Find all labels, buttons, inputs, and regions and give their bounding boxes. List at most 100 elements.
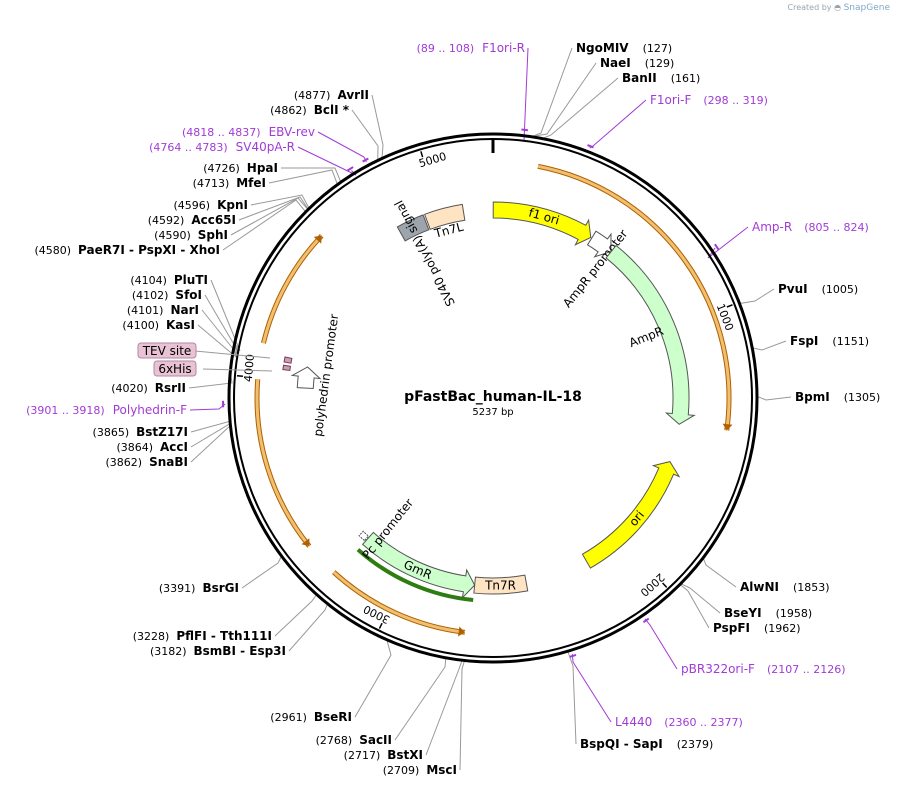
feature-box bbox=[473, 574, 529, 595]
restriction-site[interactable]: MscI(2709) bbox=[383, 763, 457, 777]
site-leader-lines bbox=[188, 47, 792, 771]
restriction-site[interactable]: AccI (3864) bbox=[116, 440, 188, 454]
restriction-site[interactable]: Acc65I (4592) bbox=[148, 213, 236, 227]
site-name: BstXI bbox=[387, 748, 423, 762]
site-position: (1151) bbox=[832, 335, 869, 348]
tag-leader-line bbox=[194, 350, 271, 359]
tick-mark bbox=[726, 304, 733, 308]
restriction-site[interactable]: BanII(161) bbox=[622, 71, 700, 85]
restriction-site[interactable]: BstZ17I(3865) bbox=[93, 425, 188, 439]
site-name: BpmI bbox=[795, 390, 830, 404]
tick-mark bbox=[236, 375, 244, 378]
restriction-site[interactable]: BseYI(1958) bbox=[724, 606, 812, 620]
site-position: (2709) bbox=[383, 764, 420, 777]
restriction-site[interactable]: PaeR7I - PspXI - XhoI(4580) bbox=[34, 243, 220, 257]
restriction-site[interactable]: PflFI - Tth111I(3228) bbox=[133, 629, 272, 643]
site-leader-line bbox=[238, 196, 309, 221]
site-name: PspFI bbox=[713, 621, 750, 635]
restriction-site[interactable]: BsrGI(3391) bbox=[159, 581, 239, 595]
restriction-site[interactable]: AvrII(4877) bbox=[294, 88, 369, 102]
tag-label-tev: TEV site bbox=[137, 342, 271, 359]
site-position: (4102) bbox=[132, 289, 169, 302]
restriction-site[interactable]: BclI *(4862) bbox=[270, 103, 350, 117]
site-name: BsmBI - Esp3I bbox=[194, 644, 286, 658]
orf-arrowhead bbox=[722, 423, 733, 431]
restriction-site[interactable]: PvuI(1005) bbox=[778, 282, 858, 296]
site-leader-line bbox=[680, 584, 710, 629]
site-leader-line bbox=[543, 77, 619, 139]
site-name: PflFI - Tth111I bbox=[176, 629, 272, 643]
site-position: (3182) bbox=[150, 645, 187, 658]
site-name: SacII bbox=[359, 733, 392, 747]
site-position: (4592) bbox=[148, 214, 185, 227]
tag-leader-line bbox=[202, 368, 273, 372]
site-position: (3864) bbox=[116, 441, 153, 454]
feature-tn7l: Tn7L bbox=[423, 203, 466, 241]
restriction-site[interactable]: BstXI(2717) bbox=[344, 748, 423, 762]
site-leader-line bbox=[281, 167, 341, 182]
site-position: (2961) bbox=[270, 711, 307, 724]
restriction-site[interactable]: FspI(1151) bbox=[790, 334, 869, 348]
primer-range: (2360 .. 2377) bbox=[664, 716, 743, 729]
snapgene-logo-icon: ◓ bbox=[834, 3, 842, 12]
restriction-site[interactable]: NgoMIV(127) bbox=[576, 41, 672, 55]
site-position: (4713) bbox=[193, 177, 230, 190]
primer[interactable]: L4440(2360 .. 2377) bbox=[615, 715, 743, 729]
primer-name: Polyhedrin-F bbox=[113, 403, 187, 417]
primer[interactable]: pBR322ori-F(2107 .. 2126) bbox=[681, 662, 846, 676]
restriction-site[interactable]: NarI(4101) bbox=[127, 303, 199, 317]
feature-tn7r: Tn7R bbox=[473, 574, 529, 595]
primer-marker bbox=[642, 617, 650, 624]
site-name: RsrII bbox=[155, 381, 186, 395]
feature-arrow bbox=[492, 201, 592, 246]
restriction-site[interactable]: RsrII(4020) bbox=[111, 381, 186, 395]
tick-mark bbox=[378, 622, 383, 629]
site-position: (1853) bbox=[793, 581, 830, 594]
primer-leader-line bbox=[297, 146, 357, 176]
restriction-site[interactable]: PspFI(1962) bbox=[713, 621, 801, 635]
restriction-site[interactable]: SnaBI(3862) bbox=[106, 455, 188, 469]
orf-layer bbox=[254, 163, 733, 637]
site-position: (4596) bbox=[174, 199, 211, 212]
primer-range: (4764 .. 4783) bbox=[149, 141, 228, 154]
site-position: (4580) bbox=[34, 244, 71, 257]
tick-mark bbox=[420, 151, 424, 158]
restriction-site[interactable]: BseRI(2961) bbox=[270, 710, 352, 724]
site-position: (161) bbox=[671, 72, 701, 85]
primer[interactable]: F1ori-R(89 .. 108) bbox=[417, 41, 525, 55]
primer-range: (298 .. 319) bbox=[703, 94, 768, 107]
restriction-site[interactable]: MfeI(4713) bbox=[193, 176, 266, 190]
primer[interactable]: Amp-R(805 .. 824) bbox=[752, 220, 869, 234]
restriction-site[interactable]: SacII(2768) bbox=[316, 733, 392, 747]
restriction-site[interactable]: SfoI(4102) bbox=[132, 288, 202, 302]
primer-leader-line bbox=[317, 131, 367, 163]
site-name: Acc65I bbox=[191, 213, 236, 227]
primer-leader-line bbox=[589, 99, 647, 149]
site-name: AccI bbox=[160, 440, 188, 454]
site-position: (3865) bbox=[93, 426, 130, 439]
restriction-site[interactable]: BpmI(1305) bbox=[795, 390, 880, 404]
restriction-site[interactable]: AlwNI(1853) bbox=[740, 580, 830, 594]
primer[interactable]: SV40pA-R(4764 .. 4783) bbox=[149, 140, 295, 154]
site-leader-line bbox=[268, 169, 338, 184]
primer[interactable]: Polyhedrin-F(3901 .. 3918) bbox=[26, 403, 187, 417]
primer[interactable]: EBV-rev(4818 .. 4837) bbox=[182, 125, 315, 139]
restriction-site[interactable]: HpaI(4726) bbox=[203, 161, 278, 175]
restriction-site[interactable]: NaeI(129) bbox=[600, 56, 674, 70]
restriction-site[interactable]: SphI(4590) bbox=[154, 228, 228, 242]
credit-brand: SnapGene bbox=[843, 3, 890, 13]
primer[interactable]: F1ori-F(298 .. 319) bbox=[650, 93, 768, 107]
restriction-site[interactable]: KasI(4100) bbox=[122, 318, 195, 332]
restriction-site[interactable]: BspQI - SapI(2379) bbox=[580, 737, 713, 751]
primer-range: (4818 .. 4837) bbox=[182, 126, 261, 139]
restriction-site[interactable]: KpnI(4596) bbox=[174, 198, 248, 212]
site-leader-line bbox=[222, 199, 306, 251]
site-position: (3862) bbox=[106, 456, 143, 469]
restriction-site[interactable]: PluTI(4104) bbox=[130, 273, 208, 287]
feature-label-ampr: AmpR bbox=[627, 324, 665, 350]
tick-label: 4000 bbox=[242, 353, 257, 382]
site-name: PvuI bbox=[778, 282, 808, 296]
restriction-site[interactable]: BsmBI - Esp3I (3182) bbox=[150, 644, 286, 658]
site-leader-line bbox=[459, 661, 465, 771]
